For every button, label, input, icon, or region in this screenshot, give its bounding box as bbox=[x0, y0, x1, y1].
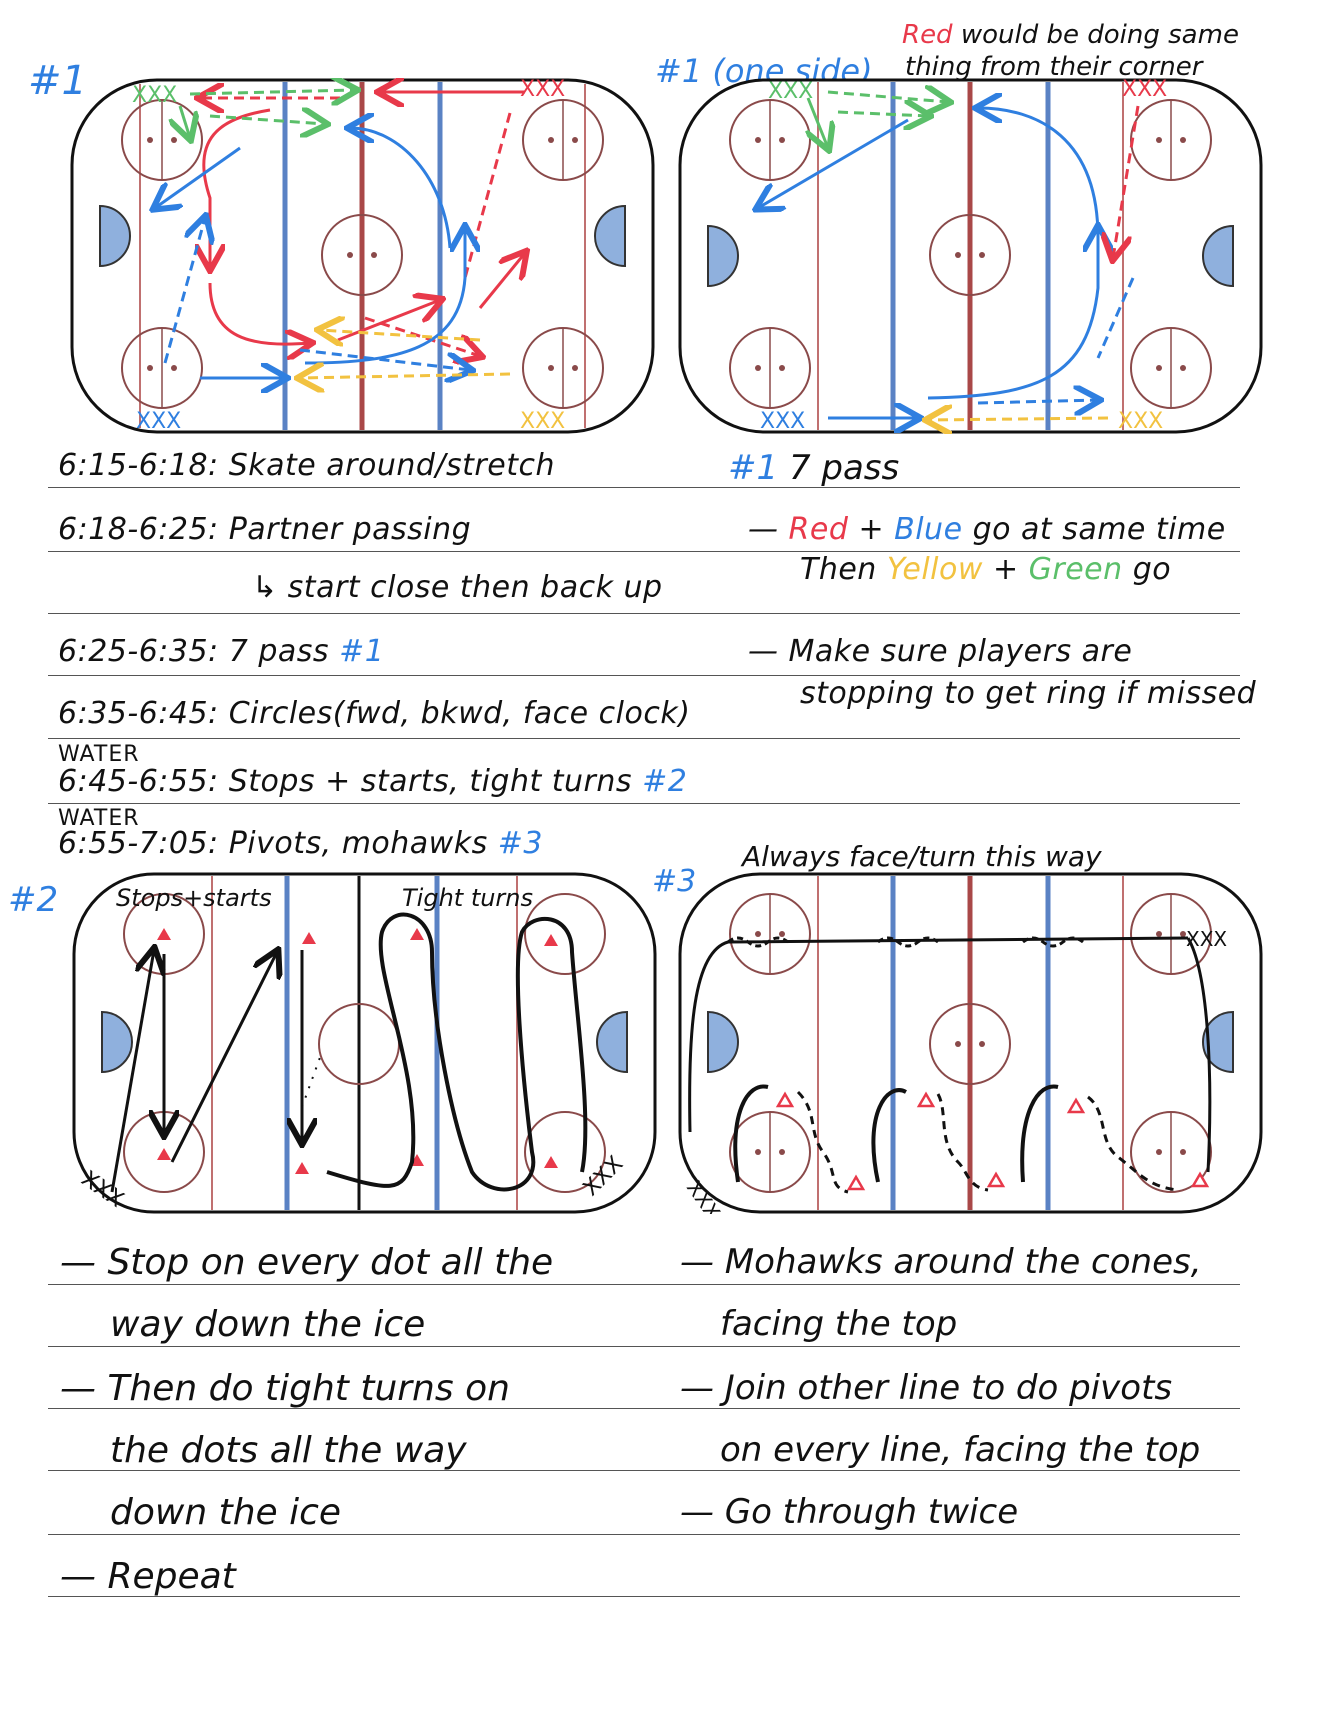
note-left-2: way down the ice bbox=[110, 1304, 426, 1345]
line2-yellow: Yellow bbox=[886, 552, 983, 587]
schedule-item-3: 6:25-6:35: 7 pass #1 bbox=[58, 634, 384, 669]
schedule-item-5: 6:45-6:55: Stops + starts, tight turns #… bbox=[58, 764, 687, 799]
svg-text:XXX: XXX bbox=[136, 409, 181, 434]
note-left-4: the dots all the way bbox=[110, 1430, 467, 1471]
water-label-2: WATER bbox=[58, 806, 140, 831]
note-left-3: — Then do tight turns on bbox=[60, 1368, 510, 1409]
line1-rest: go at same time bbox=[972, 512, 1226, 547]
diagram-1b-note-line1: Red would be doing same bbox=[902, 20, 1239, 50]
tight-turns-label: Tight turns bbox=[402, 884, 533, 912]
schedule-item-6: 6:55-7:05: Pivots, mohawks #3 bbox=[58, 826, 543, 861]
line1-red: Red bbox=[788, 512, 849, 547]
schedule-item-5-text: 6:45-6:55: Stops + starts, tight turns bbox=[58, 764, 633, 799]
rink-diagram-1b: XXX XXX XXX XXX bbox=[678, 78, 1263, 434]
line1-plus: + bbox=[858, 512, 885, 547]
svg-text:XXX: XXX bbox=[132, 83, 177, 108]
note-left-1: — Stop on every dot all the bbox=[60, 1242, 554, 1283]
drill-1-heading: #1 7 pass bbox=[728, 448, 899, 488]
rink-diagram-1: XXX XXX XXX XXX bbox=[70, 78, 655, 434]
note-right-2: facing the top bbox=[720, 1304, 958, 1344]
drill-1-title: 7 pass bbox=[788, 448, 900, 488]
svg-text:XXX: XXX bbox=[1118, 409, 1163, 434]
note-left-6: — Repeat bbox=[60, 1556, 236, 1597]
drill-1-tag: #1 bbox=[728, 448, 779, 488]
schedule-item-2: 6:18-6:25: Partner passing bbox=[58, 512, 472, 547]
note-red-word: Red bbox=[902, 20, 953, 50]
schedule-item-3-tag: #1 bbox=[339, 634, 385, 669]
schedule-item-4: 6:35-6:45: Circles(fwd, bkwd, face clock… bbox=[58, 696, 691, 731]
schedule-item-6-tag: #3 bbox=[497, 826, 543, 861]
diagram-2-label: #2 bbox=[8, 880, 59, 920]
svg-text:XXX: XXX bbox=[520, 78, 565, 102]
note-right-3: — Join other line to do pivots bbox=[680, 1368, 1173, 1408]
rink-diagram-3: XXX XXX bbox=[678, 872, 1263, 1214]
drill-1-line-3: — Make sure players are bbox=[748, 634, 1133, 669]
diagram-1b-note-line2: thing from their corner bbox=[905, 52, 1203, 82]
drill-1-line-4: stopping to get ring if missed bbox=[800, 676, 1257, 711]
svg-text:XXX: XXX bbox=[768, 79, 813, 104]
schedule-item-5-tag: #2 bbox=[642, 764, 688, 799]
note-right-4: on every line, facing the top bbox=[720, 1430, 1201, 1470]
stops-starts-label: Stops+starts bbox=[116, 884, 272, 912]
note-rest: would be doing same bbox=[952, 20, 1239, 50]
note-left-5: down the ice bbox=[110, 1492, 342, 1533]
rink-diagram-2: Stops+starts Tight turns XXX XXX bbox=[72, 872, 657, 1214]
schedule-item-1: 6:15-6:18: Skate around/stretch bbox=[58, 448, 555, 483]
drill-1-line-2: Then Yellow + Green go bbox=[800, 552, 1171, 587]
schedule-item-3-text: 6:25-6:35: 7 pass bbox=[58, 634, 330, 669]
svg-text:XXX: XXX bbox=[520, 409, 565, 434]
water-label-1: WATER bbox=[58, 742, 140, 767]
svg-text:XXX: XXX bbox=[760, 409, 805, 434]
diagram-3-note: Always face/turn this way bbox=[742, 840, 1102, 873]
line2-green: Green bbox=[1028, 552, 1123, 587]
diagram-3-label: #3 bbox=[652, 864, 697, 899]
line2-go: go bbox=[1132, 552, 1172, 587]
schedule-item-6-text: 6:55-7:05: Pivots, mohawks bbox=[58, 826, 488, 861]
diagram-1-label: #1 bbox=[28, 58, 87, 104]
svg-text:XXX: XXX bbox=[1122, 78, 1167, 102]
schedule-item-2-sub: ↳ start close then back up bbox=[252, 570, 663, 605]
note-right-1: — Mohawks around the cones, bbox=[680, 1242, 1202, 1282]
drill-1-line-1: — Red + Blue go at same time bbox=[748, 512, 1226, 547]
line1-dash: — bbox=[748, 512, 779, 547]
note-right-5: — Go through twice bbox=[680, 1492, 1019, 1532]
line1-blue: Blue bbox=[894, 512, 963, 547]
line2-then: Then bbox=[800, 552, 877, 587]
line2-plus: + bbox=[992, 552, 1019, 587]
